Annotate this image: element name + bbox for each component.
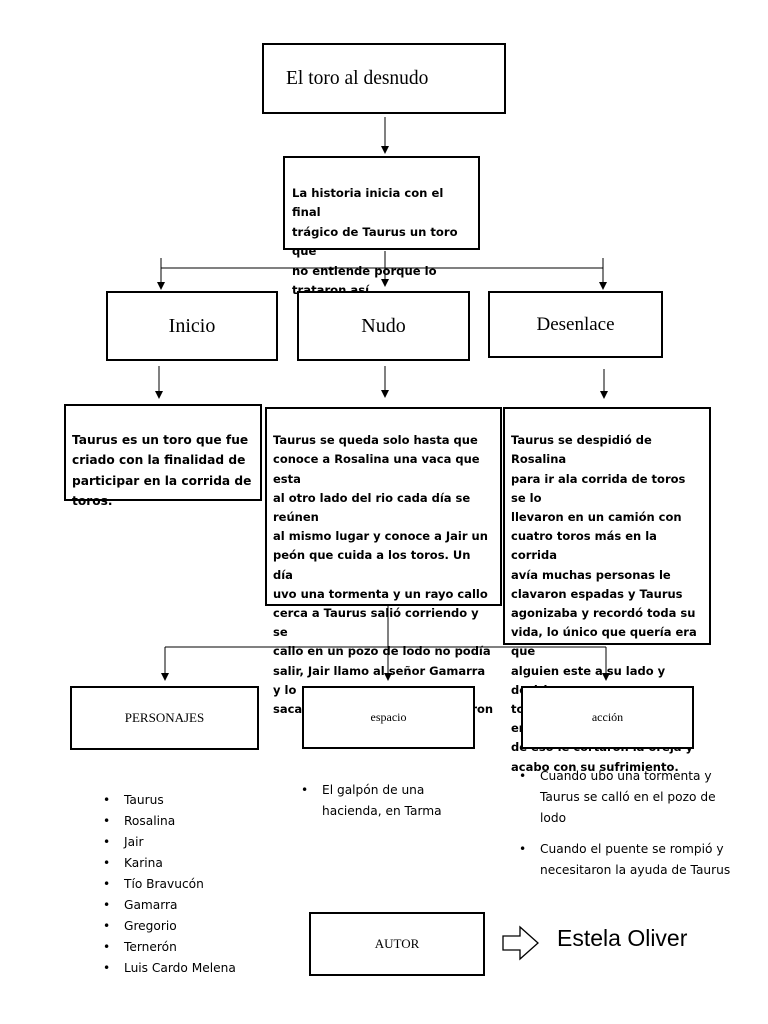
list-item: Jair — [100, 832, 280, 853]
list-item: Karina — [100, 853, 280, 874]
summary-box: La historia inicia con el final trágico … — [283, 156, 480, 297]
element-personajes: PERSONAJES — [70, 686, 259, 750]
right-arrow-icon — [502, 925, 539, 961]
section-nudo-label: Nudo — [361, 314, 406, 337]
list-item: Gregorio — [100, 916, 280, 937]
list-item: Gamarra — [100, 895, 280, 916]
section-nudo: Nudo — [297, 291, 470, 361]
list-item: Cuando ubo una tormenta y Taurus se call… — [516, 766, 756, 829]
list-item: Rosalina — [100, 811, 280, 832]
element-accion: acción — [521, 686, 694, 749]
nudo-text-box: Taurus se queda solo hasta que conoce a … — [265, 407, 502, 716]
personajes-list: Taurus Rosalina Jair Karina Tío Bravucón… — [100, 790, 280, 979]
list-item: Tío Bravucón — [100, 874, 280, 895]
author-name: Estela Oliver — [557, 925, 688, 951]
title-text: El toro al desnudo — [286, 67, 429, 89]
element-espacio-label: espacio — [370, 710, 407, 724]
list-item: Ternerón — [100, 937, 280, 958]
element-accion-label: acción — [591, 710, 624, 724]
list-item: El galpón de una hacienda, en Tarma — [298, 780, 488, 822]
list-item: Taurus — [100, 790, 280, 811]
desenlace-text-box: Taurus se despidió de Rosalina para ir a… — [503, 407, 711, 774]
section-inicio-label: Inicio — [168, 314, 216, 337]
list-item: Luis Cardo Melena — [100, 958, 280, 979]
section-desenlace-label: Desenlace — [536, 313, 615, 335]
section-desenlace: Desenlace — [488, 291, 663, 358]
nudo-text: Taurus se queda solo hasta que conoce a … — [273, 433, 493, 717]
accion-list: Cuando ubo una tormenta y Taurus se call… — [516, 766, 756, 881]
inicio-text: Taurus es un toro que fue criado con la … — [72, 432, 252, 509]
author-box: AUTOR — [309, 912, 485, 976]
author-label: AUTOR — [374, 936, 420, 951]
element-personajes-label: PERSONAJES — [124, 710, 205, 725]
list-item: Cuando el puente se rompió y necesitaron… — [516, 839, 756, 881]
section-inicio: Inicio — [106, 291, 278, 361]
title-box: El toro al desnudo — [262, 43, 506, 114]
summary-text: La historia inicia con el final trágico … — [292, 185, 458, 298]
inicio-text-box: Taurus es un toro que fue criado con la … — [64, 404, 262, 508]
element-espacio: espacio — [302, 686, 475, 749]
espacio-list: El galpón de una hacienda, en Tarma — [298, 780, 488, 822]
